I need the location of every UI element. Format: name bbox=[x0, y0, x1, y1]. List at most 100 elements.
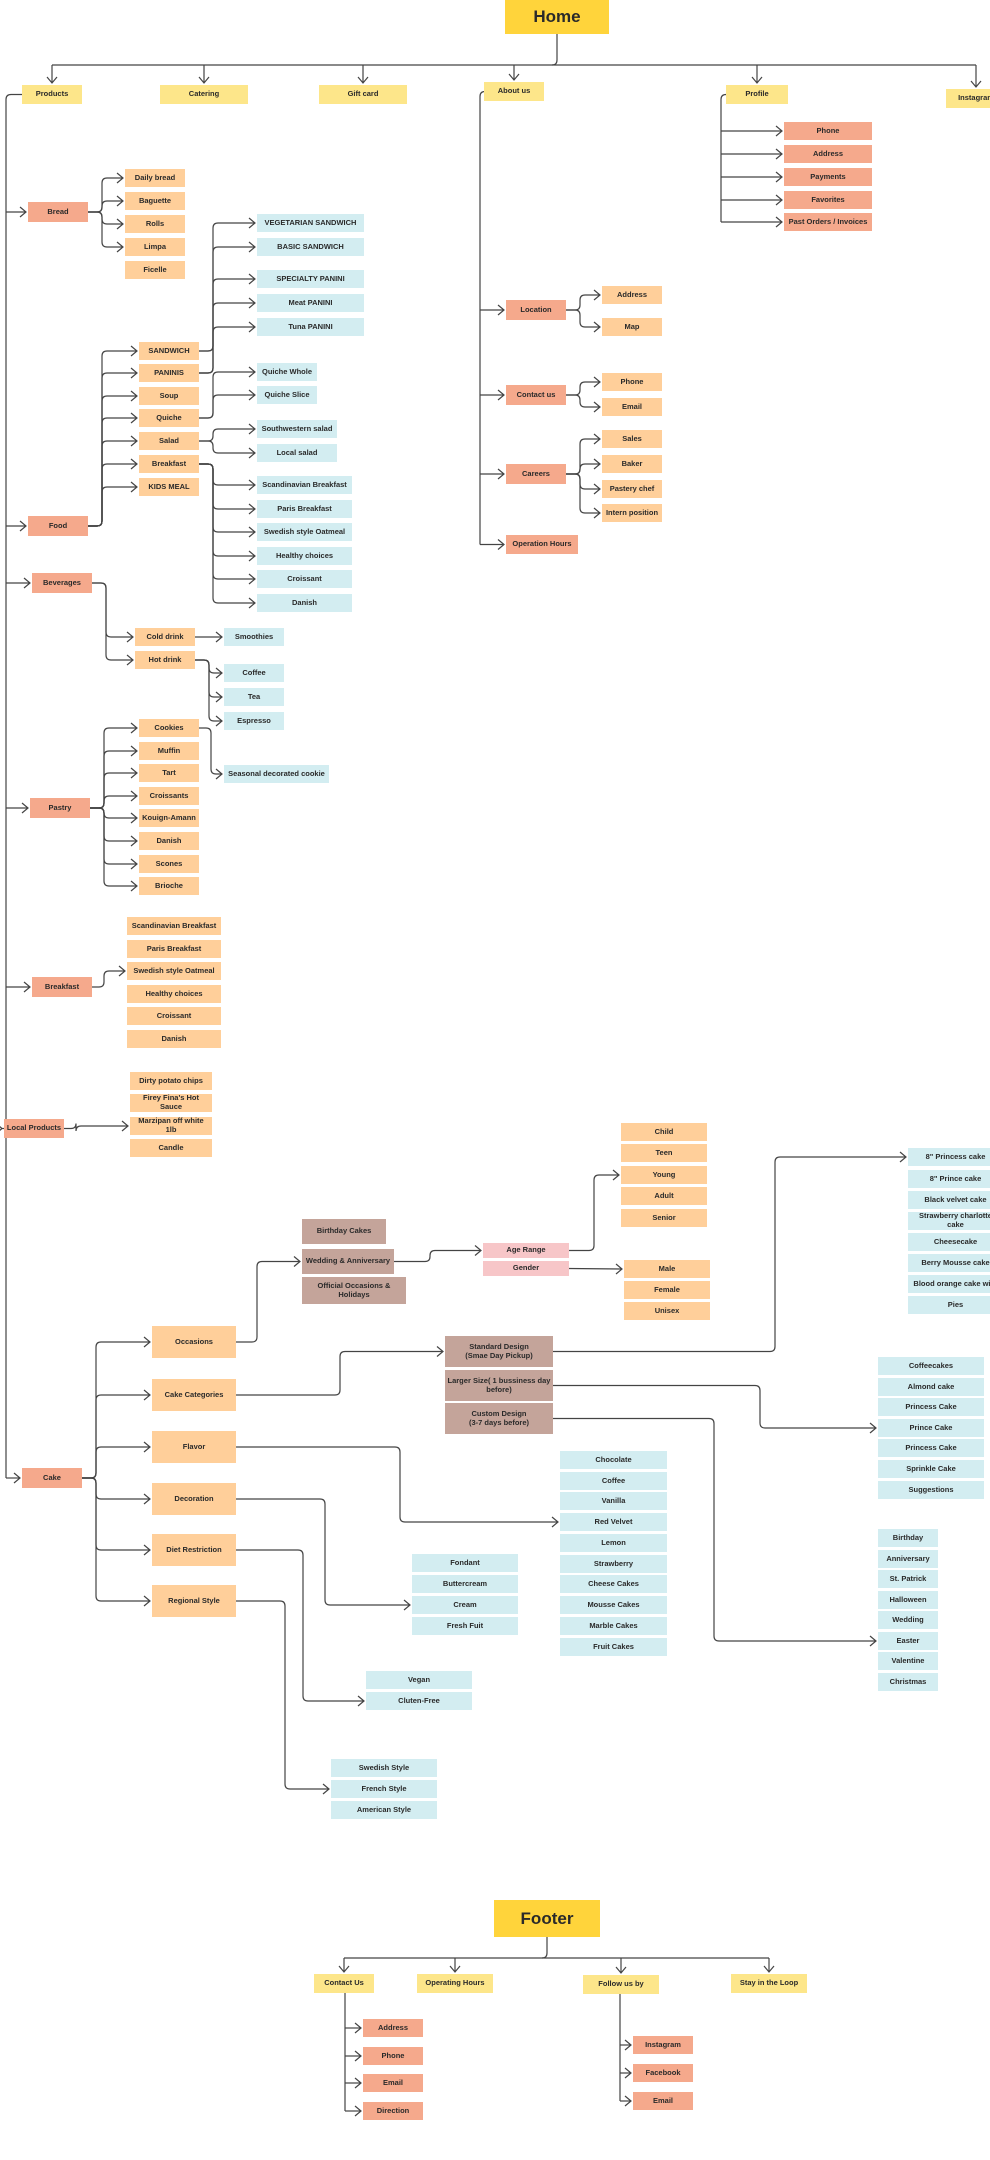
node-fd-panini: PANINIS bbox=[139, 364, 199, 382]
node-qu-slice: Quiche Slice bbox=[257, 386, 317, 404]
fb_swedish-connector bbox=[199, 463, 255, 533]
arrowhead bbox=[354, 2077, 362, 2089]
node-fb-paris: Paris Breakfast bbox=[257, 500, 352, 518]
arrowhead bbox=[0, 1126, 3, 1131]
arrowhead bbox=[248, 550, 256, 562]
node-fc-direction: Direction bbox=[363, 2102, 423, 2120]
node-fl-strawberry: Strawberry bbox=[560, 1555, 667, 1573]
node-ag-child: Child bbox=[621, 1123, 707, 1141]
fd_quiche-connector bbox=[88, 417, 137, 527]
loc_address-connector bbox=[566, 294, 600, 311]
arrowhead bbox=[121, 1120, 129, 1132]
bv_hot-connector bbox=[92, 582, 133, 661]
ck_decoration-connector bbox=[82, 1477, 150, 1500]
arrowhead bbox=[130, 790, 138, 802]
arrowhead bbox=[130, 745, 138, 757]
node-bk-swedish: Swedish style Oatmeal bbox=[127, 962, 221, 980]
ps_tart-connector bbox=[90, 772, 137, 809]
ck_flavor-connector bbox=[82, 1446, 150, 1479]
node-pn-special: SPECIALTY PANINI bbox=[257, 270, 364, 288]
node-cd-birthday: Birthday bbox=[878, 1529, 938, 1547]
arrowhead bbox=[775, 125, 783, 137]
node-rs-american: American Style bbox=[331, 1801, 437, 1819]
node-ck-regional: Regional Style bbox=[152, 1585, 236, 1617]
node-gd-unisex: Unisex bbox=[624, 1302, 710, 1320]
node-ck-categories: Cake Categories bbox=[152, 1379, 236, 1411]
arrowhead bbox=[248, 597, 256, 609]
node-bv-hot: Hot drink bbox=[135, 651, 195, 669]
node-dc-fondant: Fondant bbox=[412, 1554, 518, 1572]
ds_standard-connector bbox=[236, 1350, 443, 1396]
node-ag-teen: Teen bbox=[621, 1144, 707, 1162]
node-ls-sprinkle: Sprinkle Cake bbox=[878, 1460, 984, 1478]
pn_special-connector bbox=[199, 278, 255, 374]
node-gd-female: Female bbox=[624, 1281, 710, 1299]
sd_8princess-connector bbox=[553, 1156, 906, 1353]
arrowhead bbox=[215, 715, 223, 727]
arrowhead bbox=[248, 273, 256, 285]
arrowhead bbox=[116, 241, 124, 253]
node-ps-seasonal: Seasonal decorated cookie bbox=[224, 765, 329, 783]
node-lp-candle: Candle bbox=[130, 1139, 212, 1157]
ft_follow-spine bbox=[583, 1983, 626, 2101]
arrowhead bbox=[21, 802, 29, 814]
node-ps-croissants: Croissants bbox=[139, 787, 199, 805]
node-rs-french: French Style bbox=[331, 1780, 437, 1798]
node-sa-sw: Southwestern salad bbox=[257, 420, 337, 438]
br_baguette-connector bbox=[88, 200, 123, 213]
arrowhead bbox=[354, 2050, 362, 2062]
node-fd-sandwich: SANDWICH bbox=[139, 342, 199, 360]
arrowhead bbox=[775, 194, 783, 206]
arrowhead bbox=[126, 631, 134, 643]
node-careers: Careers bbox=[506, 464, 566, 484]
node-fb-swedish: Swedish style Oatmeal bbox=[257, 523, 352, 541]
node-sw-basic: BASIC SANDWICH bbox=[257, 238, 364, 256]
arrowhead bbox=[130, 435, 138, 447]
arrowhead bbox=[248, 423, 256, 435]
node-sd-8princess: 8" Princess cake bbox=[908, 1148, 990, 1166]
ft_contact-spine bbox=[314, 1982, 351, 2111]
node-loc-map: Map bbox=[602, 318, 662, 336]
arrowhead bbox=[497, 468, 505, 480]
node-fl-coffee: Coffee bbox=[560, 1472, 667, 1490]
node-loc-address: Address bbox=[602, 286, 662, 304]
node-fc-phone: Phone bbox=[363, 2047, 423, 2065]
arrowhead bbox=[130, 345, 138, 357]
arrowhead bbox=[130, 481, 138, 493]
dr_gluten-connector bbox=[236, 1549, 364, 1702]
ps_brioche-connector bbox=[90, 807, 137, 887]
arrowhead bbox=[869, 1635, 877, 1647]
ps_seasonal-connector bbox=[199, 727, 222, 775]
ag_young-connector bbox=[569, 1174, 619, 1252]
arrowhead bbox=[970, 80, 982, 88]
arrowhead bbox=[508, 73, 520, 81]
node-bk-scand: Scandinavian Breakfast bbox=[127, 917, 221, 935]
arrowhead bbox=[248, 503, 256, 515]
arrowhead bbox=[19, 206, 27, 218]
arrowhead bbox=[116, 172, 124, 184]
node-sd-velvet: Black velvet cake bbox=[908, 1191, 990, 1209]
node-fl-vanilla: Vanilla bbox=[560, 1492, 667, 1510]
node-gd-male: Male bbox=[624, 1260, 710, 1278]
arrowhead bbox=[116, 218, 124, 230]
arrowhead bbox=[130, 458, 138, 470]
node-breakfast: Breakfast bbox=[32, 977, 92, 997]
node-about: About us bbox=[484, 82, 544, 101]
node-contact: Contact us bbox=[506, 385, 566, 405]
arrowhead bbox=[130, 835, 138, 847]
node-f-gender: Gender bbox=[483, 1261, 569, 1276]
fb_croissant-connector bbox=[199, 463, 255, 580]
oc_wedding-connector bbox=[236, 1260, 300, 1343]
fb_paris-connector bbox=[199, 463, 255, 510]
arrowhead bbox=[248, 447, 256, 459]
node-pr-favorites: Favorites bbox=[784, 191, 872, 209]
node-br-limpa: Limpa bbox=[125, 238, 185, 256]
arrowhead bbox=[436, 1346, 444, 1357]
node-dc-cream: Cream bbox=[412, 1596, 518, 1614]
arrowhead bbox=[899, 1151, 907, 1163]
node-ag-senior: Senior bbox=[621, 1209, 707, 1227]
arrowhead bbox=[615, 1263, 623, 1275]
fb_scand-connector bbox=[199, 463, 255, 486]
arrowhead bbox=[118, 965, 126, 977]
node-ophours: Operation Hours bbox=[506, 535, 578, 554]
